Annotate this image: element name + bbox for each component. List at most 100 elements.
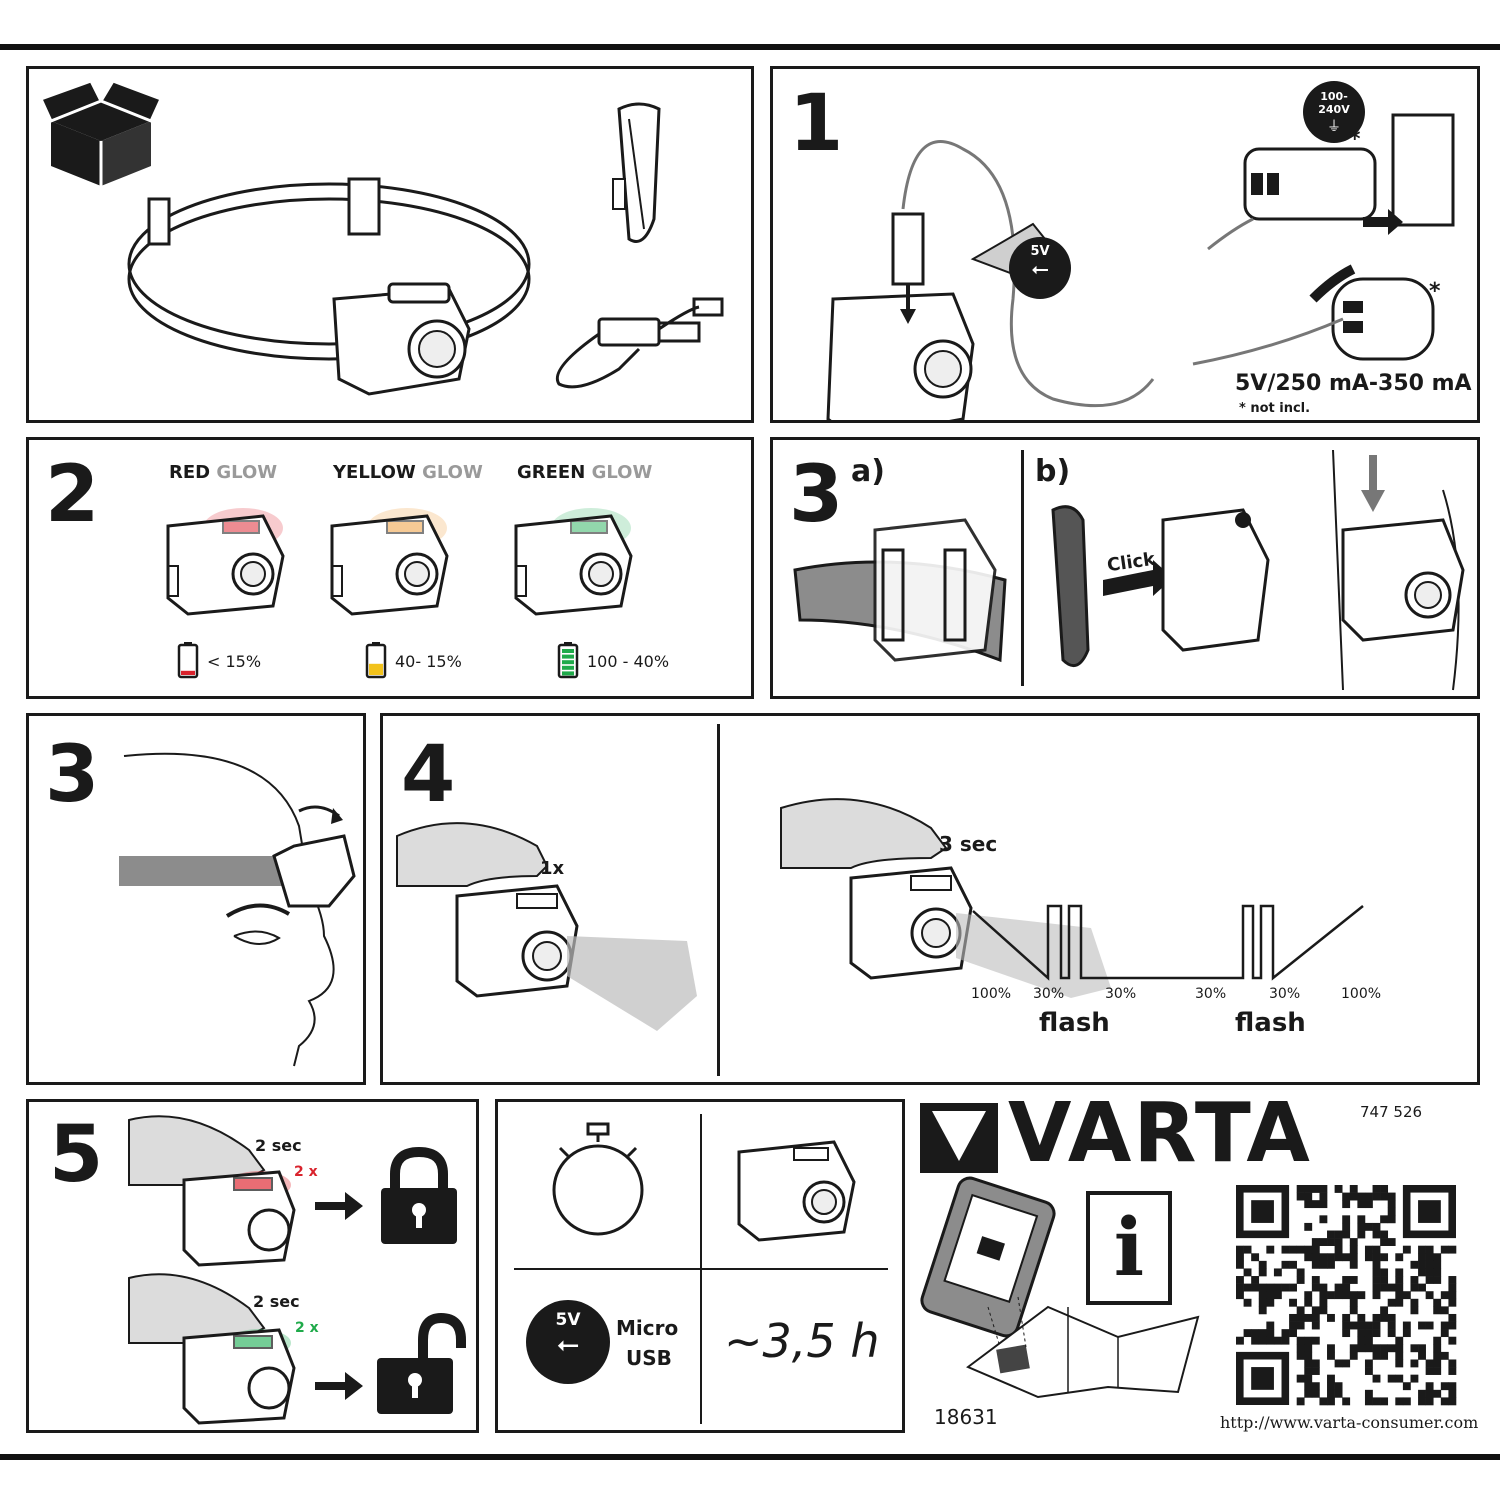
flash-label-1: flash: [1039, 1008, 1110, 1038]
battery-range-red: < 15%: [207, 652, 262, 671]
unlock-press-count: 2 x: [295, 1320, 319, 1336]
brightness-waveform: [972, 904, 1364, 981]
arrow-right-icon: [315, 1372, 363, 1400]
varta-logo-icon: [920, 1103, 998, 1173]
panel-step-2-charge-indicator: 2 RED GLOW < 15% YELLOW GLOW 40- 15% GREEN G…: [26, 437, 754, 699]
not-included-footnote: * not incl.: [1239, 401, 1311, 416]
headlamp-yellow-glow-illustration: [330, 508, 449, 616]
brightness-level-label: 30%: [1269, 986, 1301, 1002]
document-number: 18631: [934, 1405, 998, 1429]
glow-color-word: GREEN: [517, 462, 586, 483]
brand-area: VARTA 747 526 18631 i http://www.varta-c…: [914, 1093, 1484, 1439]
smartphone-scan-illustration: [920, 1176, 1200, 1399]
glow-word: GLOW: [216, 462, 278, 483]
wall-and-car-adapters-illustration: [1192, 113, 1455, 366]
press-count-label: 1x: [540, 858, 565, 879]
brand-name: VARTA: [1008, 1086, 1312, 1181]
headlamp-with-band-illustration: [127, 177, 531, 396]
panel-step-3-tilt: 3: [26, 713, 366, 1085]
glow-title-yellow: YELLOW GLOW: [333, 462, 483, 483]
unlock-hold-duration: 2 sec: [253, 1292, 300, 1311]
voltage-badge-text: 5V: [1030, 244, 1050, 259]
battery-yellow-icon: [365, 642, 387, 679]
glow-color-word: RED: [169, 462, 211, 483]
usb-cable-illustration: [556, 297, 724, 389]
battery-green-icon: [557, 642, 579, 679]
connector-type-line2: USB: [626, 1346, 672, 1370]
unlock-press-illustration: [128, 1273, 296, 1425]
usb-trident-icon: ⭠: [1031, 257, 1049, 282]
panel-specifications: 5V ⭠ Micro USB ~3,5 h: [495, 1099, 905, 1433]
press-once-illustration: [396, 822, 697, 1031]
mode-divider: [717, 724, 720, 1076]
usb-voltage-text: 5V: [555, 1310, 581, 1330]
clip-attach-illustration: [1051, 505, 1270, 668]
headlamp-red-glow-illustration: [166, 508, 285, 616]
info-symbol: i: [1113, 1200, 1145, 1294]
step-number: 3: [789, 450, 844, 540]
battery-red-icon: [177, 642, 199, 679]
product-code: 747 526: [1360, 1103, 1423, 1121]
locked-padlock-icon: [381, 1146, 457, 1244]
info-icon: i: [1086, 1191, 1172, 1305]
brightness-level-label: 100%: [971, 986, 1012, 1002]
qr-code[interactable]: [1236, 1185, 1457, 1406]
step-number: 1: [789, 79, 844, 169]
panel-step-5-lock: 5 2 sec 2 x 2 sec 2 x: [26, 1099, 479, 1433]
headlamp-unit-illustration: [737, 1140, 856, 1242]
battery-range-yellow: 40- 15%: [395, 652, 462, 671]
band-mount-illustration: [793, 518, 1007, 663]
brightness-level-label: 30%: [1195, 986, 1227, 1002]
substep-divider: [1021, 450, 1024, 686]
belt-clip-illustration: [612, 102, 661, 243]
asterisk-wall-adapter: *: [1349, 127, 1361, 152]
substep-b-label: b): [1035, 454, 1071, 489]
panel-step-1-charging: 1 5V ⭠ 100- 240V ⏚ * * 5V/250 mA-350 mA: [770, 66, 1480, 423]
headlamp-green-glow-illustration: [514, 508, 633, 616]
charging-spec: 5V/250 mA-350 mA: [1235, 371, 1472, 396]
connector-type-line1: Micro: [616, 1316, 679, 1340]
voltage-badge-icon: 5V ⭠: [1009, 237, 1071, 299]
lock-press-count: 2 x: [294, 1164, 318, 1180]
panel-step-3-mounting: 3 a) b) Click: [770, 437, 1480, 699]
plug-icon: ⏚: [1327, 119, 1341, 135]
runtime-value: ~3,5 h: [724, 1314, 880, 1368]
battery-range-green: 100 - 40%: [587, 652, 670, 671]
step-number: 3: [45, 730, 100, 820]
glow-title-green: GREEN GLOW: [517, 462, 652, 483]
panel-step-4-modes: 4 1x 3 sec flash flash 100% 30% 30% 30% 30% 1…: [380, 713, 1480, 1085]
lock-press-illustration: [128, 1115, 296, 1267]
open-box-icon: [38, 79, 164, 186]
lock-hold-duration: 2 sec: [255, 1136, 302, 1155]
brightness-level-label: 30%: [1033, 986, 1065, 1002]
asterisk-car-adapter: *: [1429, 279, 1441, 304]
mains-badge-bottom: 240V: [1318, 103, 1350, 116]
brightness-level-label: 30%: [1105, 986, 1137, 1002]
page-frame: [0, 44, 1500, 1460]
step-number: 4: [401, 730, 456, 820]
step-number: 2: [45, 450, 100, 540]
unlocked-padlock-icon: [377, 1312, 466, 1414]
mains-badge-top: 100-: [1320, 90, 1348, 103]
head-profile-tilt-illustration: [119, 752, 356, 1067]
glow-word: GLOW: [591, 462, 653, 483]
step-number: 5: [49, 1110, 104, 1200]
panel-box-contents: [26, 66, 754, 423]
arrow-right-icon: [315, 1192, 363, 1220]
usb-trident-icon: ⭠: [556, 1327, 580, 1360]
glow-word: GLOW: [422, 462, 483, 483]
glow-title-red: RED GLOW: [169, 462, 277, 483]
flash-label-2: flash: [1235, 1008, 1306, 1038]
glow-color-word: YELLOW: [333, 462, 416, 483]
stopwatch-icon: [552, 1122, 644, 1236]
substep-a-label: a): [851, 454, 885, 489]
clip-on-cap-illustration: [1332, 449, 1465, 691]
spec-grid-horizontal: [514, 1268, 888, 1270]
website-link[interactable]: http://www.varta-consumer.com: [1220, 1413, 1479, 1432]
hold-duration-label: 3 sec: [939, 832, 998, 856]
headlamp-charging-illustration: [826, 140, 1155, 420]
usb-voltage-badge-icon: 5V ⭠: [526, 1300, 610, 1384]
press-hold-illustration: [780, 798, 1111, 998]
mains-voltage-badge-icon: 100- 240V ⏚: [1303, 81, 1365, 143]
brightness-level-label: 100%: [1341, 986, 1382, 1002]
